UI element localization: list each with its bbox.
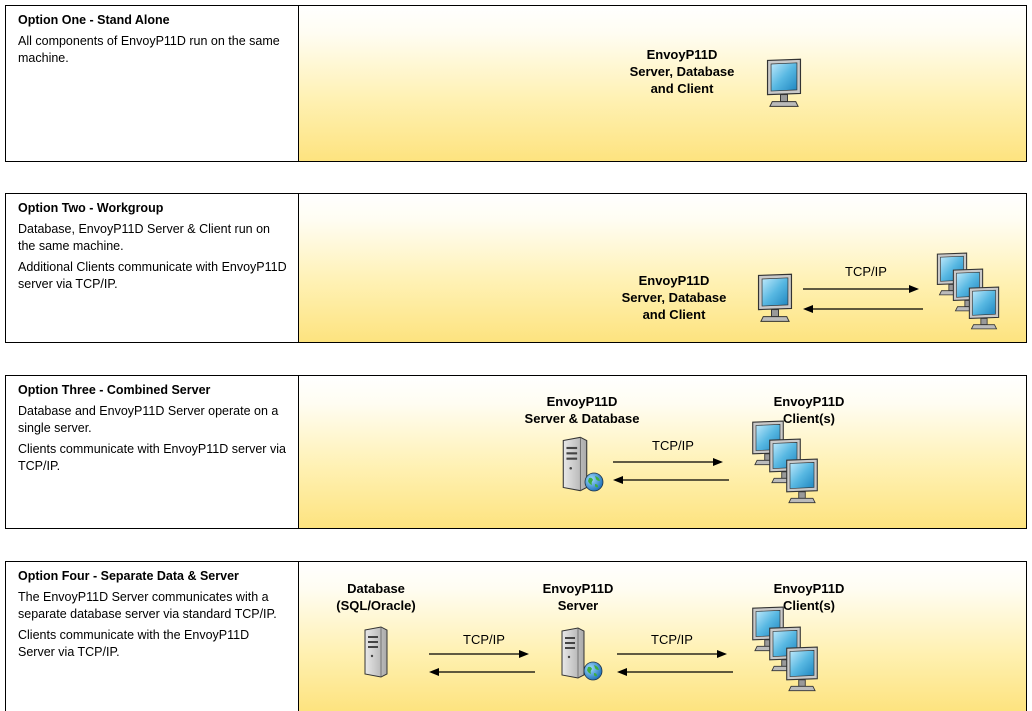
option-one-diagram: EnvoyP11D Server, Database and Client <box>299 6 1026 161</box>
workgroup-server-label: EnvoyP11D Server, Database and Client <box>621 273 727 322</box>
tcpip-label: TCP/IP <box>651 632 693 647</box>
globe-icon <box>583 661 603 681</box>
computer-icon <box>766 58 802 107</box>
option-three-text-2: Clients communicate with EnvoyP11D serve… <box>18 442 286 473</box>
option-one-row: Option One - Stand Alone All components … <box>5 5 1027 162</box>
clients-label: EnvoyP11D Client(s) <box>773 394 845 426</box>
clients-label: EnvoyP11D Client(s) <box>773 581 845 613</box>
computer-icon <box>786 646 818 692</box>
option-two-text-1: Database, EnvoyP11D Server & Client run … <box>18 222 270 253</box>
option-four-diagram: Database (SQL/Oracle) TCP/IP EnvoyP11D S… <box>299 562 1026 711</box>
computer-icon <box>757 273 793 322</box>
option-four-text-1: The EnvoyP11D Server communicates with a… <box>18 590 277 621</box>
server-icon <box>364 626 388 678</box>
tcpip-label: TCP/IP <box>845 264 887 279</box>
bidirectional-arrows <box>803 285 923 313</box>
bidirectional-arrows <box>613 458 729 484</box>
option-four-text-2: Clients communicate with the EnvoyP11D S… <box>18 628 250 659</box>
option-two-title: Option Two - Workgroup <box>18 201 164 215</box>
tcpip-label: TCP/IP <box>463 632 505 647</box>
option-one-title: Option One - Stand Alone <box>18 13 170 27</box>
globe-icon <box>584 472 604 492</box>
option-three-text-1: Database and EnvoyP11D Server operate on… <box>18 404 279 435</box>
tcpip-label: TCP/IP <box>652 438 694 453</box>
standalone-label: EnvoyP11D Server, Database and Client <box>629 47 735 96</box>
option-three-description: Option Three - Combined Server Database … <box>6 376 299 528</box>
bidirectional-arrows <box>429 650 535 676</box>
option-four-row: Option Four - Separate Data & Server The… <box>5 561 1027 711</box>
computer-icon <box>968 286 1000 330</box>
combined-server-label: EnvoyP11D Server & Database <box>524 394 640 426</box>
option-two-text-2: Additional Clients communicate with Envo… <box>18 260 287 291</box>
option-three-diagram: EnvoyP11D Server & Database TCP/IP Envoy… <box>299 376 1026 528</box>
option-two-row: Option Two - Workgroup Database, EnvoyP1… <box>5 193 1027 343</box>
option-four-title: Option Four - Separate Data & Server <box>18 569 239 583</box>
server-label: EnvoyP11D Server <box>542 581 614 613</box>
bidirectional-arrows <box>617 650 733 676</box>
option-four-description: Option Four - Separate Data & Server The… <box>6 562 299 711</box>
computer-icon <box>786 458 818 504</box>
option-one-description: Option One - Stand Alone All components … <box>6 6 299 161</box>
option-one-text: All components of EnvoyP11D run on the s… <box>18 34 280 65</box>
database-label: Database (SQL/Oracle) <box>336 581 416 613</box>
option-two-description: Option Two - Workgroup Database, EnvoyP1… <box>6 194 299 342</box>
option-two-diagram: EnvoyP11D Server, Database and Client TC… <box>299 194 1026 342</box>
option-three-title: Option Three - Combined Server <box>18 383 211 397</box>
option-three-row: Option Three - Combined Server Database … <box>5 375 1027 529</box>
